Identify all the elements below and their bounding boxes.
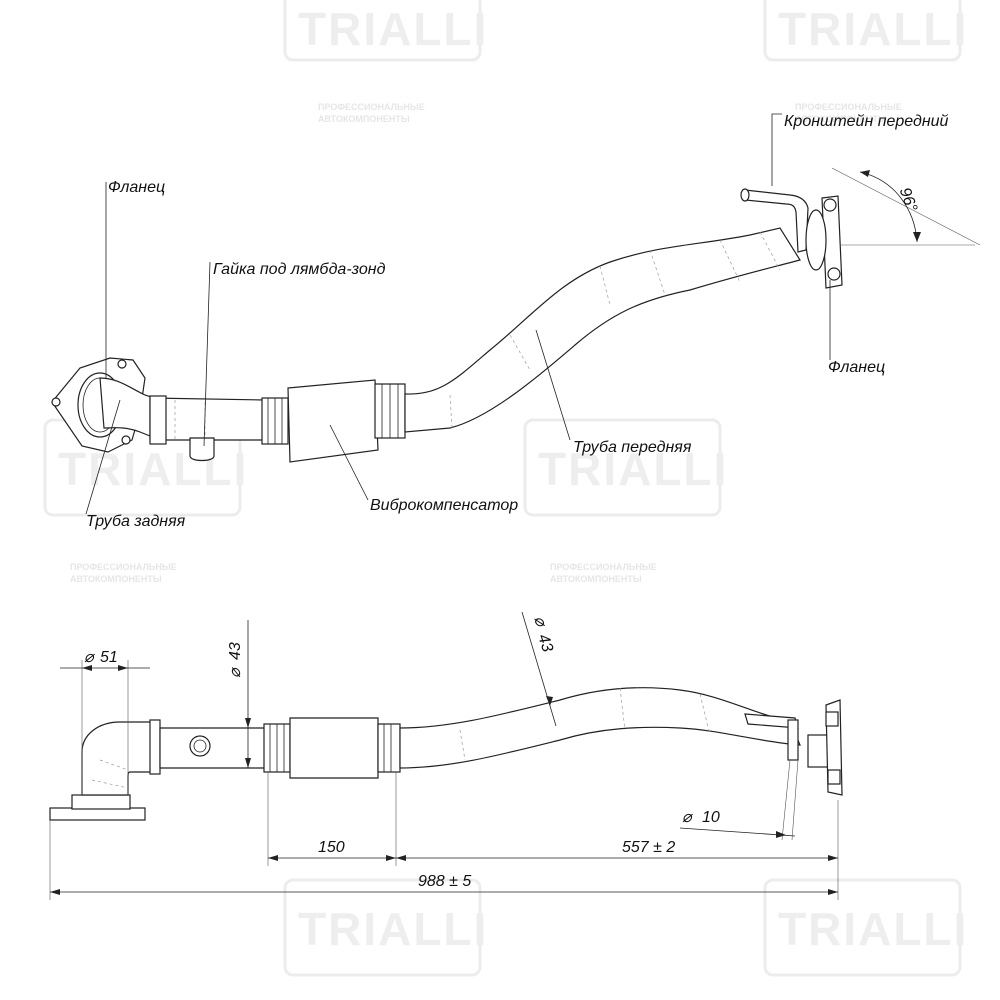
- watermark-tagline: ПРОФЕССИОНАЛЬНЫЕ: [795, 102, 902, 112]
- watermark-logo: TRIALLI: [778, 903, 968, 955]
- vibro-compensator-side: [263, 717, 401, 779]
- dim-value-51: 51: [100, 649, 118, 666]
- watermark-tagline: АВТОКОМПОНЕНТЫ: [550, 574, 642, 584]
- callout-pipe-rear: Труба задняя: [85, 399, 186, 530]
- watermark-tagline: ПРОФЕССИОНАЛЬНЫЕ: [318, 102, 425, 112]
- watermark-logo: TRIALLI: [538, 443, 728, 495]
- isometric-view: 96° Фланец Гайка под лямбда-зонд Кронште…: [51, 113, 981, 530]
- dim-diameter-43-a: ⌀ 43: [227, 620, 251, 768]
- dim-symbol: ⌀: [227, 667, 244, 678]
- lambda-nut: [189, 437, 215, 462]
- side-view: ⌀ 51 ⌀ 43 ⌀ 43 ⌀ 10: [49, 611, 843, 900]
- watermark-tagline: АВТОКОМПОНЕНТЫ: [70, 574, 162, 584]
- watermark-top-left: TRIALLI: [283, 0, 488, 62]
- front-bracket: [740, 188, 809, 253]
- watermark-bottom-right: TRIALLI: [763, 878, 968, 977]
- dim-value-43-b: 43: [534, 632, 556, 654]
- callout-pipe-front: Труба передняя: [535, 329, 692, 456]
- rear-flange-side: [49, 719, 161, 821]
- watermark-bottom-left: TRIALLI: [283, 878, 488, 977]
- dim-symbol: ⌀: [530, 614, 550, 630]
- dim-length-150: 150: [267, 772, 397, 866]
- angle-annotation: 96°: [831, 167, 981, 246]
- callout-flange-rear: Фланец: [105, 179, 165, 378]
- watermark-tagline: АВТОКОМПОНЕНТЫ: [318, 114, 410, 124]
- dim-symbol: ⌀: [682, 809, 693, 826]
- watermark-tagline: АВТОКОМПОНЕНТЫ: [795, 114, 887, 124]
- label-front-bracket: Кронштейн передний: [784, 113, 949, 130]
- front-pipe-side: [399, 687, 801, 769]
- dim-length-988: 988 ± 5: [49, 820, 838, 900]
- watermark-logo: TRIALLI: [778, 3, 968, 55]
- dim-length-557: 557 ± 2: [396, 800, 839, 900]
- watermark-top-right: TRIALLI: [763, 0, 968, 62]
- angle-value: 96°: [896, 185, 920, 214]
- watermark-layer: TRIALLI TRIALLI ПРОФЕССИОНАЛЬНЫЕ АВТОКОМ…: [43, 0, 968, 977]
- watermark-tagline: ПРОФЕССИОНАЛЬНЫЕ: [70, 562, 177, 572]
- dim-value-150: 150: [318, 839, 345, 856]
- callout-lambda-nut: Гайка под лямбда-зонд: [203, 261, 386, 447]
- callout-front-bracket: Кронштейн передний: [771, 113, 949, 186]
- vibro-compensator: [261, 379, 406, 463]
- watermark-logo: TRIALLI: [298, 3, 488, 55]
- dim-value-988: 988 ± 5: [418, 873, 471, 890]
- dim-symbol: ⌀: [84, 649, 95, 666]
- front-flange-side: [807, 699, 843, 796]
- callout-vibro: Виброкомпенсатор: [329, 424, 518, 514]
- front-pipe: [404, 227, 801, 433]
- label-flange-rear: Фланец: [108, 179, 165, 196]
- dim-value-43-a: 43: [227, 642, 244, 660]
- dim-value-557: 557 ± 2: [622, 839, 675, 856]
- watermark-logo: TRIALLI: [298, 903, 488, 955]
- watermark-mid-right: TRIALLI: [523, 418, 728, 517]
- lambda-port: [189, 735, 211, 757]
- label-lambda-nut: Гайка под лямбда-зонд: [213, 261, 386, 278]
- label-vibro-compensator: Виброкомпенсатор: [370, 497, 518, 514]
- dim-diameter-10: ⌀ 10: [679, 759, 799, 841]
- watermark-logo: TRIALLI: [58, 443, 248, 495]
- callout-flange-front: Фланец: [828, 280, 885, 376]
- label-pipe-rear: Труба задняя: [86, 513, 186, 530]
- watermark-tagline: ПРОФЕССИОНАЛЬНЫЕ: [550, 562, 657, 572]
- label-flange-front: Фланец: [828, 359, 885, 376]
- label-pipe-front: Труба передняя: [573, 439, 692, 456]
- dim-diameter-51: ⌀ 51: [60, 649, 150, 795]
- watermark-mid-left: TRIALLI: [43, 418, 248, 517]
- dim-value-10: 10: [702, 809, 720, 826]
- front-flange: [805, 195, 843, 289]
